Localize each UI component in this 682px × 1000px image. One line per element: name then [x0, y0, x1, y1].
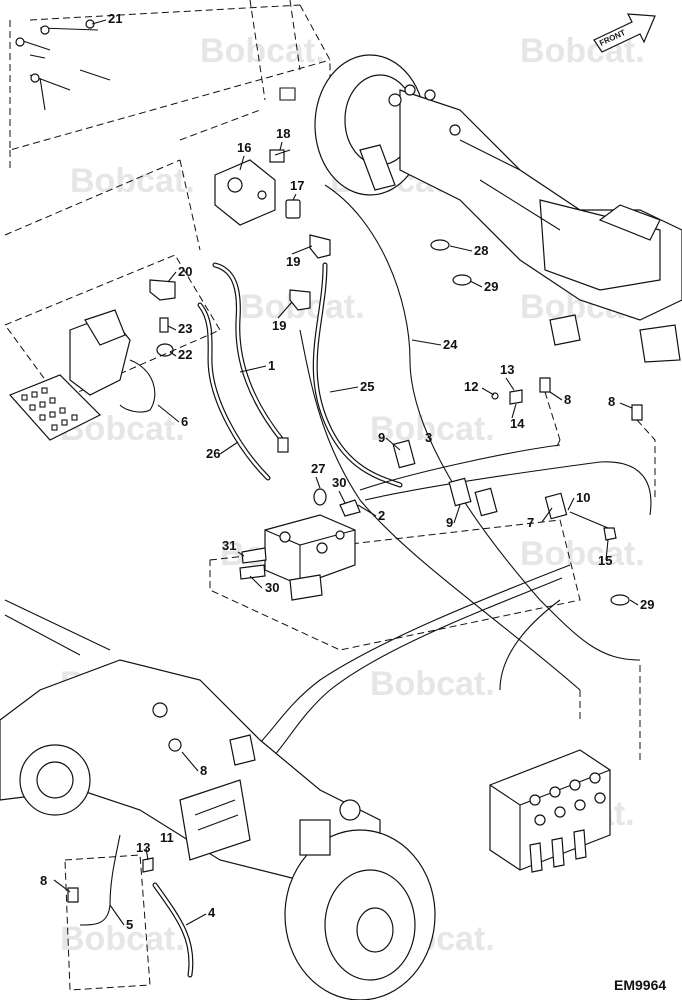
callout-23: 23: [178, 321, 192, 336]
callout-8-upper-right: 8: [608, 394, 615, 409]
hose-24: [299, 184, 641, 691]
callout-13-upper: 13: [500, 362, 514, 377]
watermark-text: Bobcat.: [370, 410, 495, 448]
callout-4: 4: [208, 905, 216, 920]
bolt-group-21: [15, 19, 111, 111]
main-control-valve: [489, 749, 611, 873]
frame-panel: [4, 0, 331, 251]
brake-valve-block: [209, 488, 581, 651]
callout-14: 14: [510, 416, 525, 431]
tube-lower-crossing: [239, 564, 571, 776]
brake-pedal-assembly: [4, 254, 221, 441]
callout-26: 26: [206, 446, 220, 461]
sensor-group-upper: [491, 377, 656, 500]
callout-24: 24: [443, 337, 458, 352]
callout-7: 7: [527, 515, 534, 530]
callout-25: 25: [360, 379, 374, 394]
callout-21: 21: [108, 11, 122, 26]
callout-31: 31: [222, 538, 236, 553]
brake-line-4: [152, 882, 194, 978]
callout-16: 16: [237, 140, 251, 155]
callout-15: 15: [598, 553, 612, 568]
clamp-group: [430, 239, 630, 606]
front-arrow-icon: [593, 13, 656, 53]
callout-19-lower: 19: [272, 318, 286, 333]
watermark-text: Bobcat.: [520, 535, 645, 573]
watermark-text: Bobcat.: [370, 665, 495, 703]
callout-13-lower: 13: [136, 840, 150, 855]
callout-30-lower: 30: [265, 580, 279, 595]
sensor-group-lower: [67, 857, 154, 903]
rod-10: [569, 511, 617, 541]
main-valve-link: [579, 665, 641, 760]
fitting-group: [149, 199, 331, 357]
callout-8-upper-left: 8: [564, 392, 571, 407]
callout-1: 1: [268, 358, 275, 373]
hose-25: [312, 262, 403, 488]
callout-18: 18: [276, 126, 290, 141]
watermark-text: Bobcat.: [200, 32, 325, 70]
steering-valve-16: [214, 149, 291, 226]
callout-12: 12: [464, 379, 478, 394]
callout-20: 20: [178, 264, 192, 279]
callout-19-upper: 19: [286, 254, 300, 269]
tube-2-3: [359, 439, 652, 520]
callout-29-upper: 29: [484, 279, 498, 294]
callout-5: 5: [126, 917, 133, 932]
callout-9-upper: 9: [378, 430, 385, 445]
callout-10: 10: [576, 490, 590, 505]
callout-11: 11: [160, 830, 174, 845]
callout-17: 17: [290, 178, 304, 193]
hose-26: [197, 302, 271, 481]
callout-30-upper: 30: [332, 475, 346, 490]
pedal-pad-holes: [21, 387, 78, 431]
callout-9-lower: 9: [446, 515, 453, 530]
callout-3: 3: [425, 430, 432, 445]
callout-2: 2: [378, 508, 385, 523]
watermark-text: Bobcat.: [70, 162, 195, 200]
hose-1: [212, 262, 289, 453]
rear-axle-upper: [314, 54, 682, 363]
callout-8-lower-mid: 8: [200, 763, 207, 778]
leader-lines: [53, 19, 639, 926]
document-id: EM9964: [614, 977, 666, 993]
brake-line-5: [64, 834, 151, 991]
callout-8-lower-left: 8: [40, 873, 47, 888]
callout-27: 27: [311, 461, 325, 476]
callout-28: 28: [474, 243, 488, 258]
callout-22: 22: [178, 347, 192, 362]
callout-labels: 21 16 18 17 28 29 19 20 19 23 22 24 1 13…: [40, 11, 654, 932]
watermark-text: Bobcat.: [60, 920, 185, 958]
callout-29-lower: 29: [640, 597, 654, 612]
front-axle-lower: [0, 599, 436, 1000]
callout-6: 6: [181, 414, 188, 429]
